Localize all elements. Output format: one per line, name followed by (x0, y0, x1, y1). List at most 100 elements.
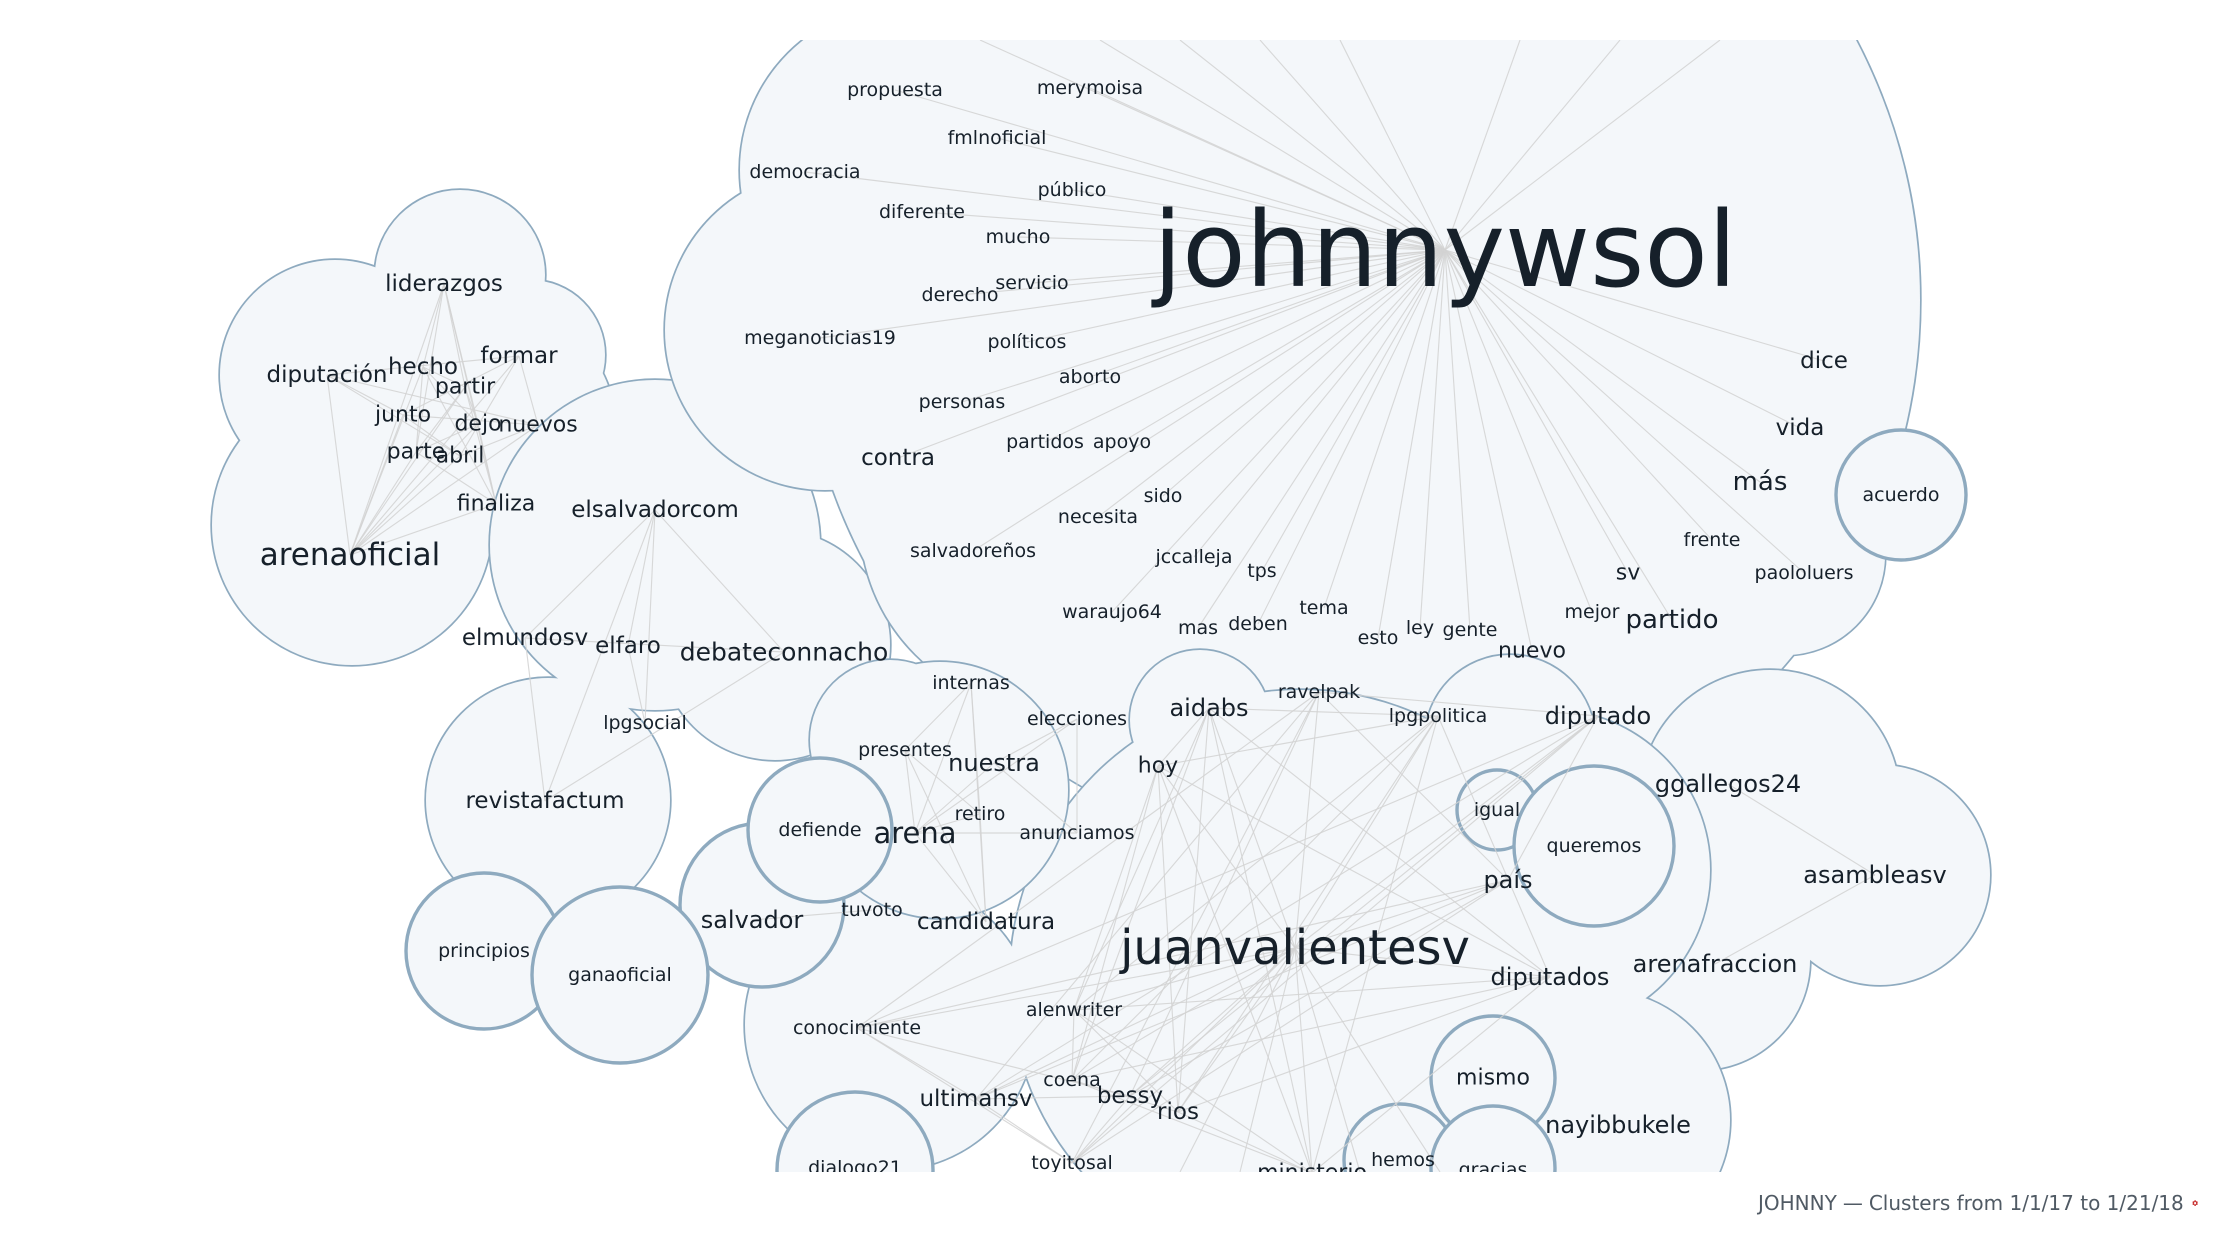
edge-arenaoficial-diputacion (326, 374, 351, 556)
word-label-aborto: aborto (1059, 366, 1121, 388)
edge-johnnywsol-mejor (1444, 249, 1593, 613)
word-label-apoyo: apoyo (1093, 431, 1151, 453)
edge-juanvalientesv-conocimiente (856, 947, 1296, 1029)
word-label-diputados: diputados (1491, 963, 1610, 991)
edge-nuestra-anunciamos (993, 762, 1078, 834)
edge-johnnywsol-contra (897, 249, 1446, 459)
edge-aidabs-diputados (1208, 707, 1551, 978)
edge-johnnywsol-esto (1377, 249, 1446, 639)
edge-asambleasv-arenafraccion (1714, 874, 1876, 965)
edge-arenaoficial-junto (349, 414, 404, 556)
edge-arena-candidatura (914, 832, 987, 923)
edge-johnnywsol-publico (1071, 189, 1446, 251)
edge-diputacion-formar (326, 355, 520, 376)
word-label-pais: país (1483, 866, 1532, 894)
word-label-tuvoto: tuvoto (841, 899, 902, 921)
footer-range: Clusters from 1/1/17 to 1/21/18 (1868, 1191, 2184, 1215)
edge-conocimiente-toyitosal (856, 1027, 1073, 1164)
word-label-sido: sido (1144, 485, 1183, 507)
word-label-salvadorenos: salvadoreños (910, 540, 1036, 562)
edge-liderazgos-parte (415, 283, 445, 453)
word-label-fmlnoficial: fmlnoficial (948, 127, 1047, 149)
edge-johnnywsol-sv (1444, 249, 1629, 574)
word-label-democracia: democracia (749, 161, 860, 183)
hub-label-johnnywsol: johnnywsol (1151, 189, 1737, 311)
edge-diputado-bessy (1129, 715, 1599, 1097)
edge-formar-junto (402, 355, 520, 416)
edge-johnnywsol-offscreen-0 (979, 40, 1446, 251)
word-label-gente: gente (1443, 619, 1498, 641)
edge-juanvalientesv-ministerio (1294, 947, 1313, 1172)
edge-johnnywsol-offscreen-2 (1179, 40, 1446, 251)
edge-johnnywsol-waraujo64 (1111, 249, 1446, 613)
word-label-hoy: hoy (1138, 754, 1178, 779)
edge-johnnywsol-offscreen-3 (1259, 40, 1446, 251)
edge-elsalvadorcom-lpgsocial (644, 509, 656, 724)
edge-pais-conocimiente (856, 879, 1509, 1029)
edge-asambleasv-ggallegos24 (1727, 783, 1876, 876)
edge-johnnywsol-mas (1197, 249, 1446, 629)
footer-separator: — (1842, 1191, 1863, 1215)
word-label-politicos: políticos (988, 331, 1067, 353)
edge-aidabs-lpgpolitica (1208, 707, 1439, 717)
cluster-queremos (1512, 764, 1676, 928)
edge-elmundosv-revistafactum (524, 637, 546, 802)
hub-label-gracias: gracias (1459, 1159, 1528, 1181)
edge-hecho-finaliza (422, 366, 497, 505)
hub-label-dialogo21: dialogo21 (808, 1157, 902, 1179)
word-label-ravelpak: ravelpak (1278, 681, 1360, 703)
edge-arenaoficial-nuevos (349, 424, 539, 556)
edge-pais-toyitosal (1071, 879, 1509, 1164)
edge-presentes-retiro (904, 749, 981, 815)
word-label-presentes: presentes (858, 739, 952, 761)
word-label-lpgpolitica: lpgpolitica (1389, 705, 1487, 727)
edge-johnnywsol-vida (1444, 249, 1801, 429)
edge-hoy-coena (1071, 765, 1159, 1081)
word-label-internas: internas (932, 672, 1010, 694)
word-label-derecho: derecho (922, 284, 999, 306)
edge-juanvalientesv-offscreen-3 (1294, 947, 1441, 1172)
word-label-hecho: hecho (388, 354, 458, 380)
edge-johnnywsol-ley (1419, 249, 1446, 629)
edge-coena-ministerio (1071, 1079, 1312, 1172)
cluster-gracias (1429, 1104, 1557, 1172)
word-label-dice: dice (1800, 348, 1848, 374)
word-label-ggallegos24: ggallegos24 (1655, 770, 1801, 798)
edge-partir-parte (415, 386, 466, 453)
edge-arena-internas (914, 682, 972, 834)
word-label-necesita: necesita (1058, 506, 1138, 528)
edge-alenwriter-coena (1071, 1009, 1075, 1081)
edge-arenaoficial-partir (349, 386, 466, 556)
hub-label-elsalvadorcom: elsalvadorcom (571, 497, 738, 523)
edge-johnnywsol-tps (1261, 249, 1446, 572)
word-label-tema: tema (1299, 597, 1348, 619)
edge-johnnywsol-gente (1444, 249, 1471, 631)
hub-label-acuerdo: acuerdo (1863, 484, 1940, 506)
edge-ultimahsv-bessy (975, 1095, 1131, 1100)
edge-johnnywsol-nuevo (1444, 249, 1533, 652)
edge-presentes-candidatura (904, 749, 987, 923)
edge-diputados-ministerio (1312, 976, 1551, 1172)
word-label-nuevos: nuevos (498, 413, 577, 438)
edge-johnnywsol-diferente (921, 211, 1446, 251)
edge-bessy-toyitosal (1071, 1095, 1131, 1164)
word-label-mas: mas (1178, 617, 1218, 639)
word-label-junto: junto (374, 403, 431, 428)
word-label-merymoisa: merymoisa (1037, 77, 1143, 99)
edge-johnnywsol-aborto (1089, 249, 1446, 378)
hub-label-nayibbukele: nayibbukele (1545, 1111, 1691, 1139)
word-label-abril: abril (436, 444, 485, 469)
edge-junto-nuevos (402, 414, 539, 426)
word-label-lpgsocial: lpgsocial (603, 712, 687, 734)
hub-label-principios: principios (438, 940, 530, 962)
edge-johnnywsol-partido (1444, 249, 1673, 621)
edge-elsalvadorcom-revistafactum (544, 509, 656, 802)
edge-juanvalientesv-aidabs (1208, 707, 1296, 949)
edge-ravelpak-bessy (1129, 691, 1320, 1097)
edge-johnnywsol-offscreen-4 (1339, 40, 1446, 251)
edge-juanvalientesv-ravelpak (1294, 691, 1320, 949)
edge-elsalvadorcom-elfaro (627, 509, 656, 647)
edge-arena-nuestra (914, 762, 995, 834)
word-label-liderazgos: liderazgos (385, 271, 503, 297)
